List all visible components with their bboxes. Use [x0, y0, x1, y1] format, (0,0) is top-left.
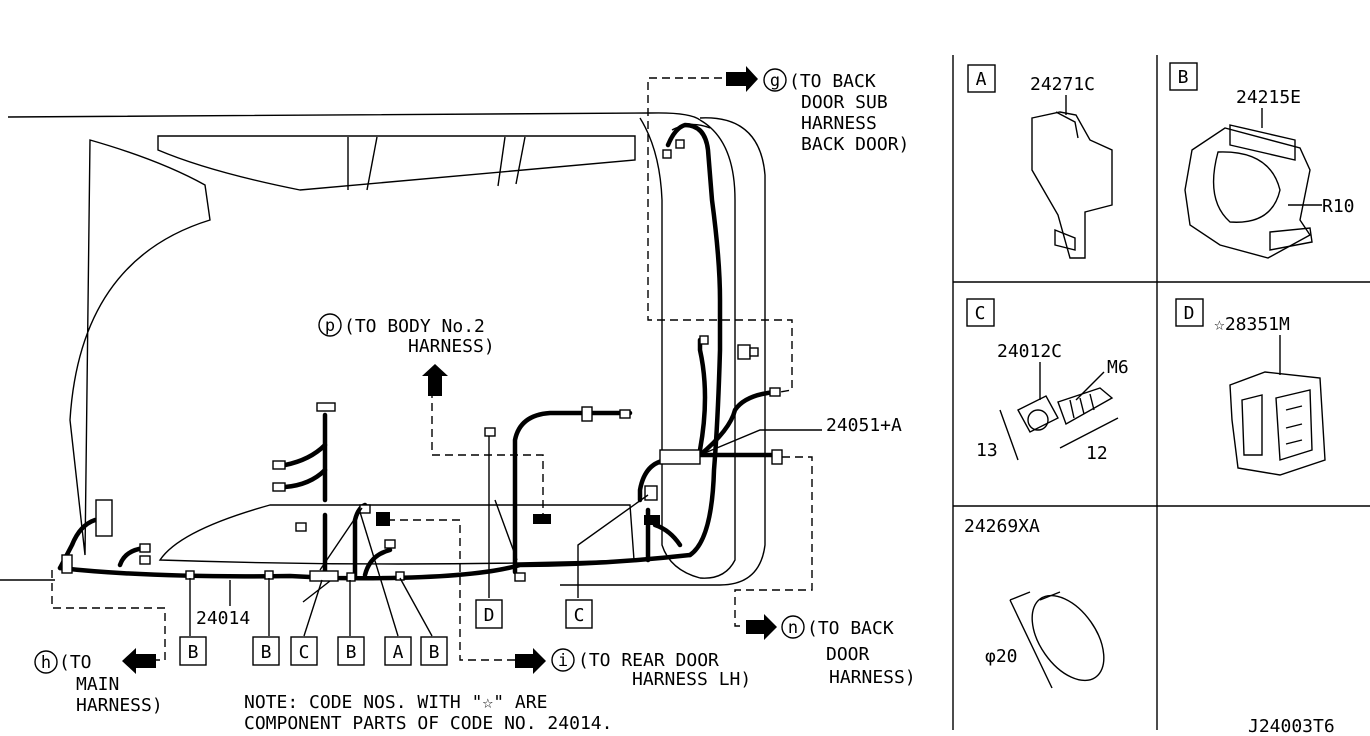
clip-callout: B — [261, 642, 272, 663]
connector-g-line4: BACK DOOR) — [801, 134, 909, 155]
harness-part-label: 24014 — [196, 608, 250, 629]
parts-table — [952, 55, 1370, 730]
part-b-letter: B — [1178, 67, 1189, 88]
direction-arrows — [122, 66, 777, 674]
connector-n-line2: DOOR — [826, 644, 870, 665]
connector-p-letter: p — [325, 316, 335, 336]
wire-connectors — [61, 139, 783, 582]
part-d-number: ☆28351M — [1214, 314, 1290, 335]
part-cell-b: B 24215E R10 — [1169, 62, 1355, 259]
part-cell-e: 24269XA φ20 — [964, 516, 1105, 689]
part-a-number: 24271C — [1030, 74, 1095, 95]
connector-i-line1: (TO REAR DOOR — [578, 650, 719, 671]
connector-n-line3: HARNESS) — [829, 667, 916, 688]
connector-h-line1: (TO — [59, 652, 92, 673]
connector-p-line2: HARNESS) — [408, 336, 495, 357]
connector-d-drawing — [1229, 335, 1326, 476]
connector-h-line2: MAIN — [76, 674, 119, 695]
part-d-letter: D — [1184, 303, 1195, 324]
connector-p-line1: (TO BODY No.2 — [344, 316, 485, 337]
connector-g-letter: g — [770, 71, 780, 91]
part-e-dim: φ20 — [985, 646, 1018, 667]
part-c-dim2: 12 — [1086, 443, 1108, 464]
connector-symbols: g p h i n — [34, 68, 805, 674]
part-cell-d: D ☆28351M — [1175, 298, 1326, 476]
clip-callout: B — [188, 642, 199, 663]
connector-n-line1: (TO BACK — [807, 618, 894, 639]
part-c-number: 24012C — [997, 341, 1062, 362]
part-b-number: 24215E — [1236, 87, 1301, 108]
drawing-code: J24003T6 — [1248, 716, 1335, 736]
part-c-thread: M6 — [1107, 357, 1129, 378]
connector-h-line3: HARNESS) — [76, 695, 163, 716]
clip-callout: C — [299, 642, 310, 663]
connector-h-letter: h — [41, 653, 51, 673]
dashed-routes — [51, 77, 813, 661]
part-e-number: 24269XA — [964, 516, 1040, 537]
clip-callout: A — [393, 642, 404, 663]
connector-g-line1: (TO BACK — [789, 71, 876, 92]
connector-i-letter: i — [558, 651, 568, 671]
connector-g-line3: HARNESS — [801, 113, 877, 134]
part-cell-c: C 24012C M6 13 12 — [966, 298, 1129, 464]
part-cell-a: A 24271C — [967, 64, 1113, 259]
clip-callout: B — [346, 642, 357, 663]
part-c-dim1: 13 — [976, 440, 998, 461]
callout-leaders — [189, 429, 822, 637]
clip-a-drawing — [1031, 95, 1113, 259]
clip-callouts: B B C B A B D C — [179, 599, 593, 666]
connector-i-line2: HARNESS LH) — [632, 669, 751, 690]
note-line1: NOTE: CODE NOS. WITH "☆" ARE — [244, 692, 547, 713]
note-line2: COMPONENT PARTS OF CODE NO. 24014. — [244, 713, 612, 734]
clip-callout: D — [484, 605, 495, 626]
part-b-dim: R10 — [1322, 196, 1355, 217]
connector-g-line2: DOOR SUB — [801, 92, 888, 113]
connector-n-letter: n — [788, 618, 798, 638]
grommet-e-drawing — [1009, 591, 1105, 689]
clip-callout: B — [429, 642, 440, 663]
part-a-letter: A — [976, 69, 987, 90]
clip-callout: C — [574, 605, 585, 626]
connector-labels: (TO BACK DOOR SUB HARNESS BACK DOOR) (TO… — [59, 71, 916, 716]
part-c-letter: C — [975, 303, 986, 324]
grommet-part-label: 24051+A — [826, 415, 902, 436]
bolt-c-drawing — [999, 362, 1119, 461]
clip-b-drawing — [1184, 108, 1322, 259]
